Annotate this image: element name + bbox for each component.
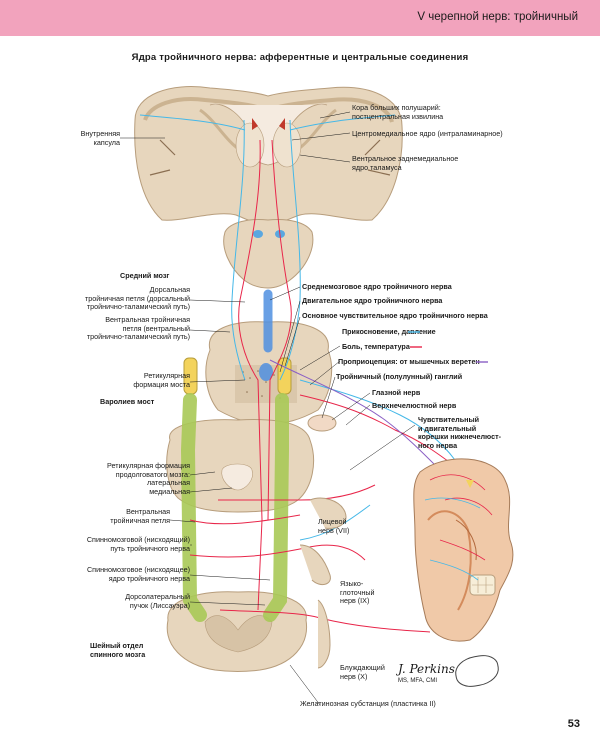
glossopharyngeal-stump — [299, 544, 331, 586]
label-ophthalmic-nerve: Глазной нерв — [372, 388, 421, 397]
label-glossopharyngeal-nerve: Языко- глоточный нерв (IX) — [340, 579, 375, 606]
label-pons: Варолиев мост — [100, 397, 155, 406]
legend-proprioception: Проприоцепция: от мышечных веретен — [338, 357, 480, 366]
label-vpm-thalamus: Вентральное заднемедиальное ядро таламус… — [352, 154, 459, 172]
figure-title: Ядра тройничного нерва: афферентные и це… — [131, 52, 469, 63]
label-centromedian-nucleus: Центромедиальное ядро (интраламинарное) — [352, 129, 503, 138]
nerve-pathways-icon — [139, 114, 461, 633]
label-cervical-spinal-cord: Шейный отдел спинного мозга — [90, 641, 146, 659]
brain-section-icon — [134, 86, 403, 223]
legend-touch-pressure: Прикосновение, давление — [342, 327, 436, 336]
label-ventral-trigeminal-lemniscus-lower: Вентральная тройничная петля — [110, 507, 170, 525]
vagus-stump — [317, 599, 331, 669]
page-header: V черепной нерв: тройничный — [0, 0, 600, 36]
label-mandibular-roots: Чувствительный и двигательный корешки ни… — [418, 415, 501, 450]
header-title: V черепной нерв: тройничный — [417, 11, 578, 23]
label-dorsal-trigeminal-lemniscus: Дорсальная тройничная петля (дорсальный … — [84, 285, 190, 312]
leader-lines — [120, 111, 416, 706]
artist-credentials: MS, MFA, CMI — [398, 678, 437, 684]
trigeminal-ganglion — [307, 414, 337, 432]
label-principal-sensory-nucleus: Основное чувствительное ядро тройничного… — [302, 311, 488, 320]
label-maxillary-nerve: Верхнечелюстной нерв — [372, 401, 457, 410]
page-number: 53 — [567, 718, 580, 730]
artist-signature: J. Perkins — [398, 662, 455, 676]
label-spinal-trigeminal-tract: Спинномозговой (нисходящий) путь тройнич… — [86, 535, 190, 553]
label-vagus-nerve: Блуждающий нерв (X) — [340, 663, 385, 681]
label-facial-nerve: Лицевой нерв (VII) — [318, 517, 350, 535]
label-mesencephalic-nucleus: Среднемозговое ядро тройничного нерва — [302, 282, 452, 291]
label-medullary-reticular-formation: Ретикулярная формация продолговатого моз… — [106, 461, 190, 496]
pons-section-icon — [183, 321, 333, 425]
label-ventral-trigeminal-lemniscus: Вентральная тройничная петля (вентральны… — [86, 315, 190, 342]
label-lissauer-tract: Дорсолатеральный пучок (Лиссауэра) — [125, 592, 190, 610]
label-spinal-trigeminal-nucleus: Спинномозговое (нисходящее) ядро тройнич… — [86, 565, 190, 583]
legend-pain-temperature: Боль, температура — [342, 342, 410, 351]
facial-nerve-stump — [309, 497, 347, 529]
label-midbrain: Средний мозг — [120, 271, 170, 280]
label-trigeminal-ganglion: Тройничный (полулунный) ганглий — [336, 372, 463, 381]
label-internal-capsule: Внутренняя капсула — [80, 129, 120, 147]
label-substantia-gelatinosa: Желатинозная субстанция (пластинка II) — [300, 699, 436, 708]
label-pontine-reticular-formation: Ретикулярная формация моста — [133, 371, 190, 389]
face-illustration-icon — [413, 458, 514, 642]
label-postcentral-gyrus: Кора больших полушарий: постцентральная … — [352, 103, 444, 121]
spinal-tract-left — [180, 393, 207, 622]
spinal-tract-right — [263, 393, 289, 622]
label-motor-nucleus: Двигательное ядро тройничного нерва — [302, 296, 443, 305]
